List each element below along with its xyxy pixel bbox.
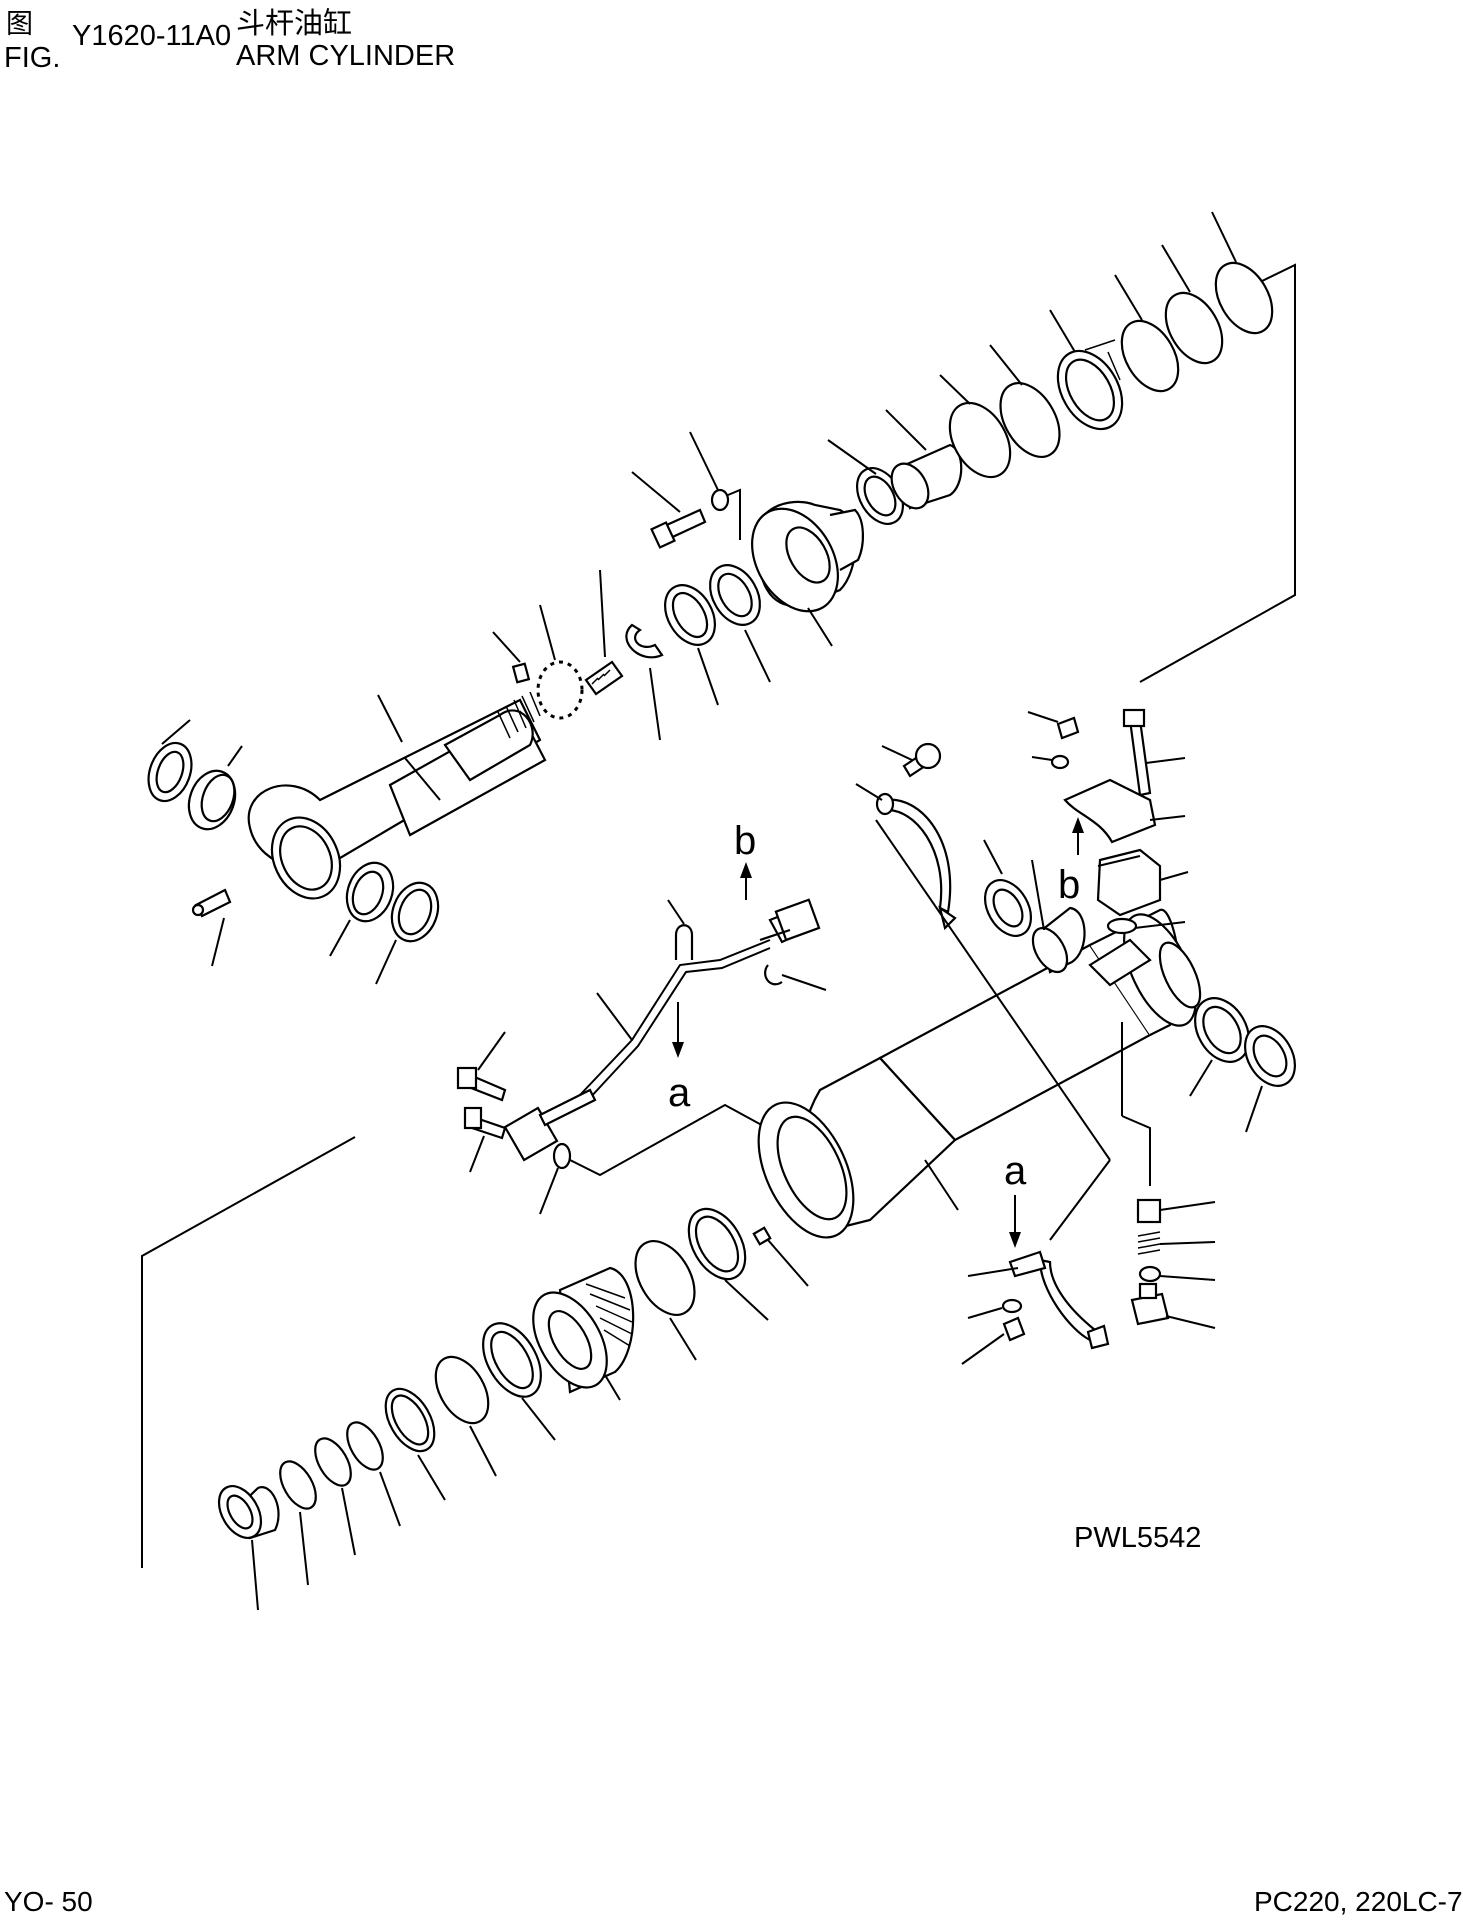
- piston-wear-ring: [687, 1207, 769, 1321]
- figure-title-chinese: 斗杆油缸: [236, 6, 353, 40]
- rod-eye-bushing: [147, 719, 193, 803]
- pipe-clamp-upper: [855, 783, 957, 931]
- mounting-bolt-1: [456, 1031, 507, 1102]
- washer: [689, 431, 741, 540]
- flange-o-ring: [539, 1103, 781, 1215]
- picture-code: PWL5542: [1074, 1522, 1202, 1554]
- backup-ring-lower: [384, 1387, 446, 1501]
- bushing: [885, 409, 963, 510]
- wear-ring: [664, 584, 719, 706]
- backup-ring-1: [989, 344, 1061, 458]
- u-bolt-clamp: [667, 899, 694, 960]
- rod-eye-seal: [187, 745, 243, 831]
- fig-label: FIG.: [4, 42, 61, 74]
- o-ring-lower-3: [346, 1421, 401, 1527]
- machine-model: PC220, 220LC-7: [1254, 1886, 1463, 1917]
- cylinder-head: [751, 500, 864, 647]
- o-ring-2: [1114, 274, 1180, 393]
- valve-o-ring: [1106, 917, 1186, 935]
- check-o-ring: [1138, 1265, 1216, 1283]
- callout-label-a-left: a: [668, 1071, 691, 1115]
- bearing-ring-1: [983, 839, 1033, 937]
- callout-arrow-a-right: [1009, 1195, 1021, 1248]
- valve-bolt: [881, 742, 942, 778]
- group-frame-lower: [141, 1136, 356, 1568]
- o-ring-3: [1161, 244, 1224, 365]
- pipe-clamp-lower: [967, 1250, 1110, 1350]
- piston: [532, 1266, 635, 1401]
- bracket-washer: [1031, 754, 1070, 770]
- check-spring: [1137, 1231, 1216, 1255]
- o-ring-lower-1: [279, 1460, 317, 1586]
- rod-eye-seal-lower: [375, 881, 440, 985]
- tube-seal: [1244, 1025, 1296, 1133]
- tube-clamp-small: [764, 964, 827, 991]
- check-nut: [1130, 1282, 1216, 1329]
- valve-block: [1096, 848, 1189, 917]
- tube-grease-fitting: [1121, 1022, 1151, 1186]
- set-screw: [584, 569, 624, 696]
- piston-nut: [1049, 309, 1124, 431]
- clamp-nut: [961, 1316, 1026, 1365]
- rod-packing: [709, 564, 771, 683]
- o-ring-4: [1211, 211, 1274, 335]
- wear-ring-lower: [434, 1355, 497, 1477]
- callout-arrow-b-right: [1072, 817, 1084, 855]
- rod-eye-bushing-lower: [329, 861, 395, 957]
- nut-retainer: [492, 631, 531, 684]
- grease-fitting: [191, 888, 232, 967]
- bracket-nut: [1027, 711, 1080, 740]
- cushion-plug: [752, 1226, 809, 1287]
- callout-label-b-right: b: [1058, 863, 1080, 907]
- clamp-washer: [967, 1298, 1023, 1319]
- piston-rod: [247, 691, 547, 900]
- steel-balls: [536, 604, 584, 720]
- clamp-strap-line: [875, 819, 1111, 1241]
- callout-arrow-a-left: [672, 1002, 684, 1058]
- tube-flange: [759, 898, 821, 944]
- tube-lower-flange: [503, 1088, 597, 1162]
- cylinder-tube: [757, 908, 1202, 1239]
- bearing-ring-2: [1031, 859, 1086, 974]
- check-plug: [1136, 1198, 1216, 1224]
- bolt: [631, 471, 707, 549]
- o-ring-1: [939, 374, 1012, 479]
- piston-nut-lower: [217, 1485, 280, 1611]
- bracket-bolt: [1122, 708, 1186, 797]
- figure-title: ARM CYLINDER: [236, 40, 456, 72]
- tube-bushing: [1189, 997, 1250, 1097]
- fig-label-chinese: 图: [6, 9, 33, 40]
- page-number: YO- 50: [4, 1886, 93, 1917]
- piston-seal: [482, 1322, 556, 1441]
- mounting-bolt-2: [463, 1106, 507, 1173]
- piston-ring: [634, 1240, 697, 1361]
- mounting-bracket: [1063, 778, 1186, 844]
- snap-ring: [625, 623, 664, 741]
- group-frame-upper: [1139, 263, 1296, 683]
- callout-label-b-left: b: [734, 819, 756, 863]
- figure-number: Y1620-11A0: [72, 20, 232, 52]
- callout-arrow-b-left: [740, 862, 752, 900]
- o-ring-lower-2: [314, 1437, 356, 1556]
- hydraulic-tube: [579, 939, 771, 1101]
- callout-label-a-right: a: [1004, 1149, 1027, 1193]
